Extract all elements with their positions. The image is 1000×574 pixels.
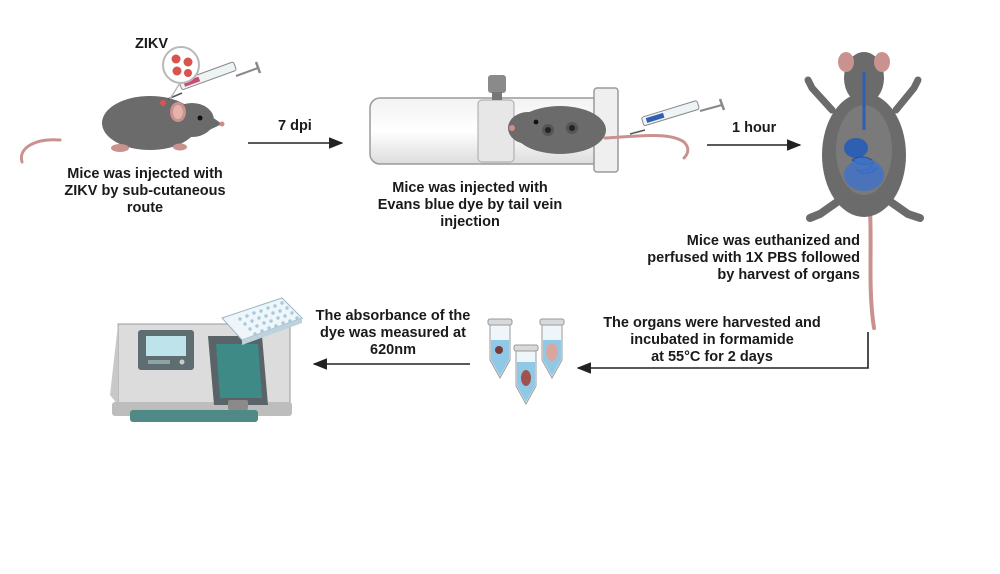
step2-caption: Mice was injected with Evans blue dye by… bbox=[340, 180, 600, 231]
step4-line2: incubated in formamide bbox=[630, 332, 794, 348]
step1-line1: Mice was injected with bbox=[67, 166, 223, 182]
step5-caption: The absorbance of the dye was measured a… bbox=[300, 308, 486, 359]
step3-line1: Mice was euthanized and bbox=[686, 233, 860, 249]
arrow1-label: 7 dpi bbox=[278, 118, 312, 134]
microplate-icon bbox=[221, 297, 303, 345]
step2-line1: Mice was injected with bbox=[392, 180, 548, 196]
step1-caption: Mice was injected with ZIKV by sub-cutan… bbox=[40, 166, 250, 217]
step4-caption: The organs were harvested and incubated … bbox=[592, 315, 832, 366]
mouse-in-restrainer-icon bbox=[508, 106, 690, 160]
step2-line3: injection bbox=[440, 214, 500, 230]
step5-line1: The absorbance of the bbox=[315, 308, 471, 324]
dissected-mouse-icon bbox=[804, 52, 924, 330]
mouse-icon bbox=[19, 96, 225, 164]
zikv-label: ZIKV bbox=[135, 36, 169, 52]
syringe-icon bbox=[629, 98, 726, 135]
step3-line2: perfused with 1X PBS followed bbox=[647, 250, 860, 266]
step1-line2: ZIKV by sub-cutaneous bbox=[64, 183, 226, 199]
arrow2-label: 1 hour bbox=[732, 120, 777, 136]
microcentrifuge-tube-icon bbox=[539, 318, 565, 380]
microcentrifuge-tube-icon bbox=[487, 318, 513, 380]
step3-line3: by harvest of organs bbox=[717, 267, 860, 283]
step5-line3: 620nm bbox=[370, 342, 416, 358]
step2-line2: Evans blue dye by tail vein bbox=[377, 197, 563, 213]
arrow-harvest bbox=[576, 332, 869, 374]
step5-line2: dye was measured at bbox=[320, 325, 466, 341]
step4-line1: The organs were harvested and bbox=[603, 315, 821, 331]
microcentrifuge-tube-icon bbox=[513, 344, 539, 406]
virus-icon bbox=[162, 46, 200, 100]
spectrophotometer-icon bbox=[110, 323, 292, 422]
step4-line3: at 55°C for 2 days bbox=[651, 349, 773, 365]
step1-line3: route bbox=[126, 200, 164, 216]
step3-caption: Mice was euthanized and perfused with 1X… bbox=[600, 233, 860, 284]
